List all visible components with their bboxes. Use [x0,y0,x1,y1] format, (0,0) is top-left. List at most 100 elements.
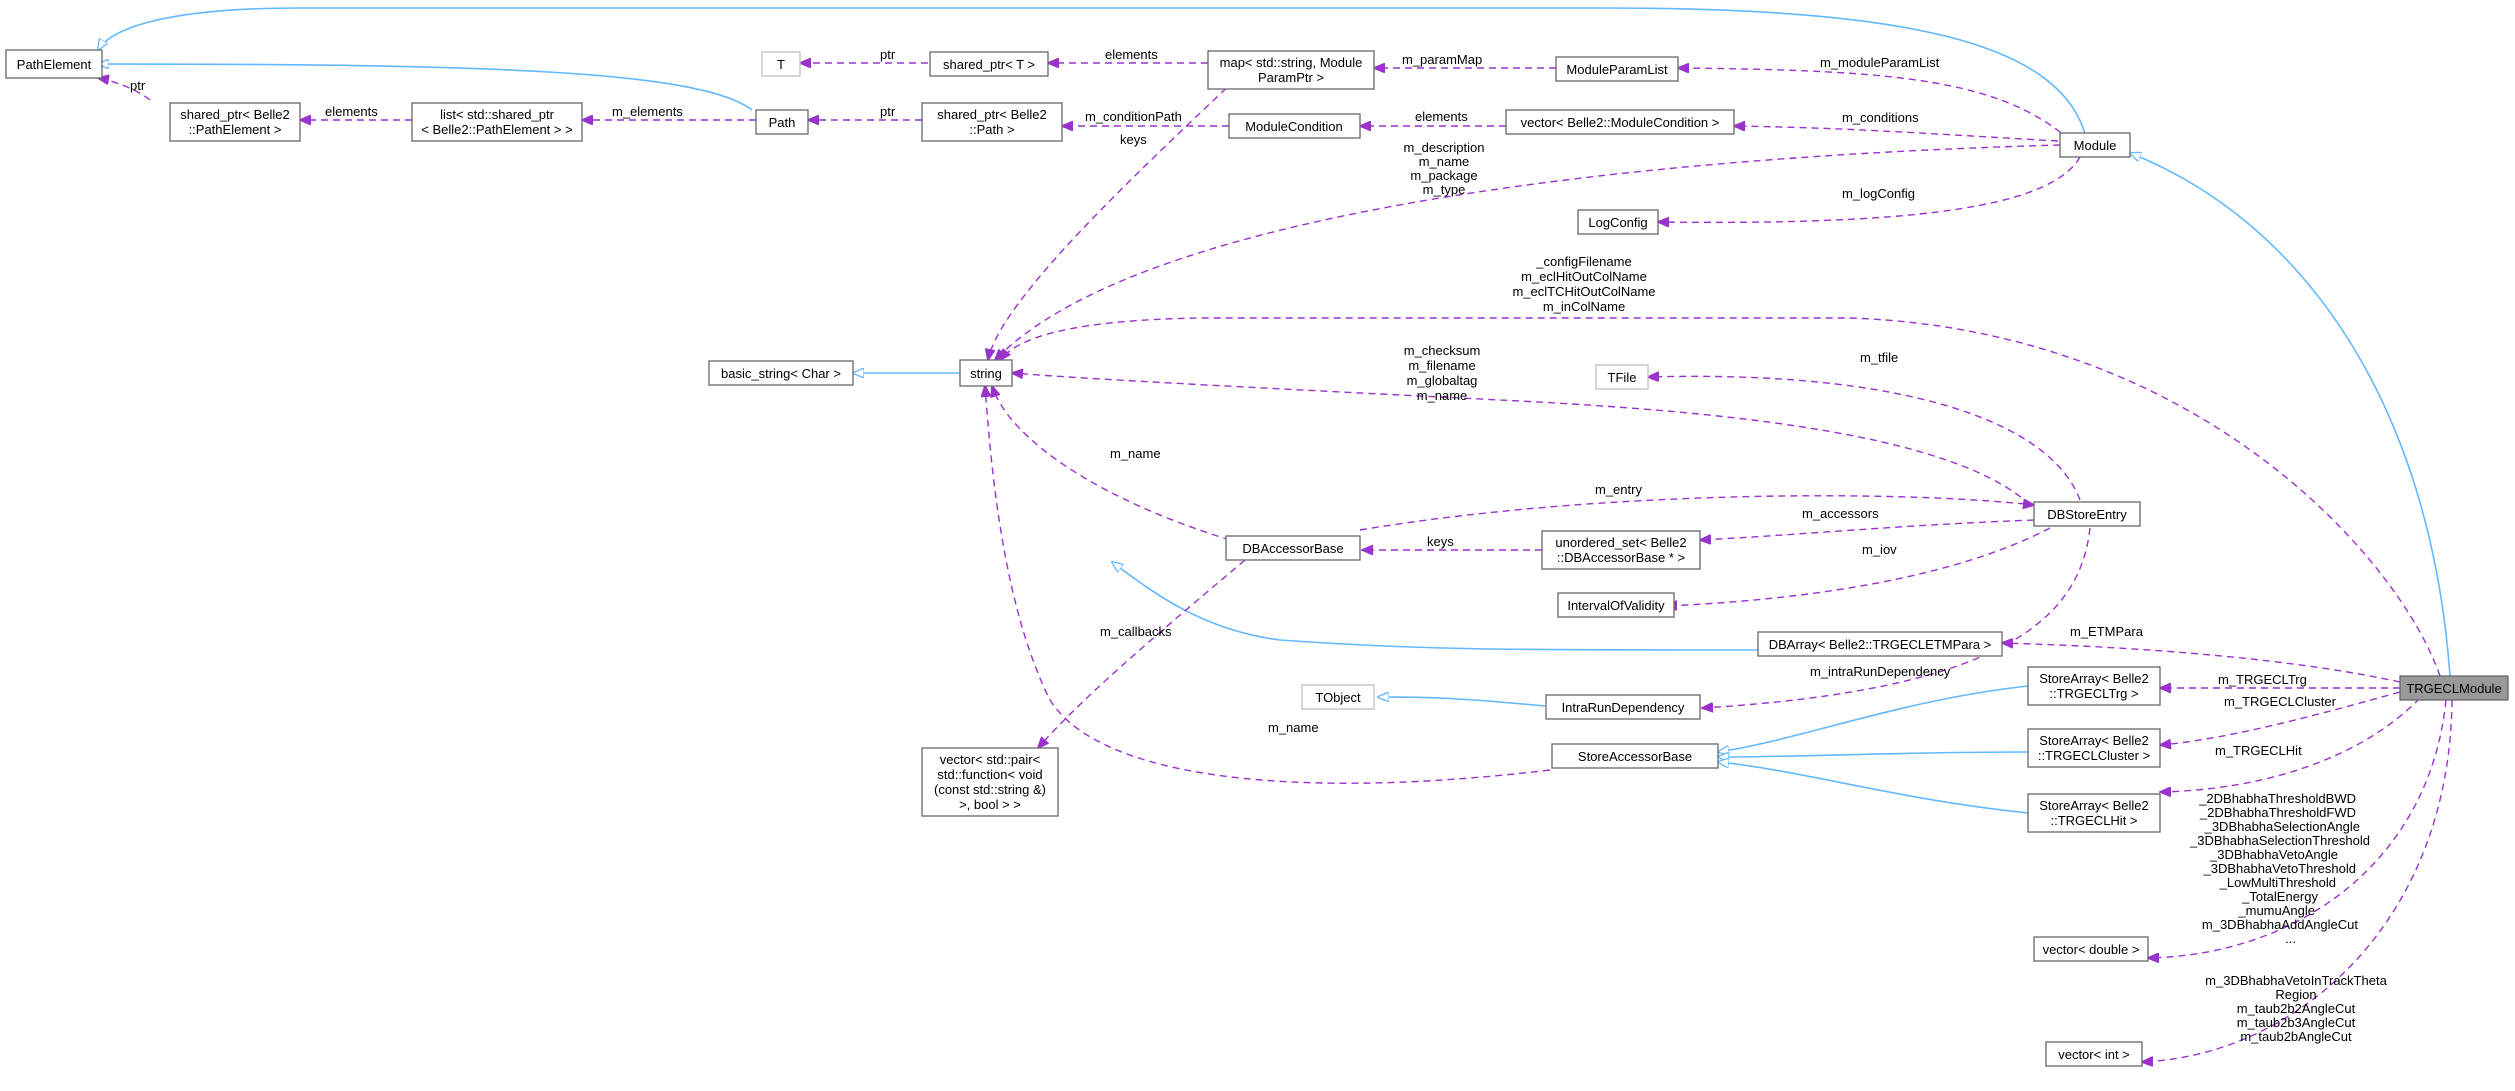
node-label: StoreArray< Belle2 [2039,733,2148,748]
edge-module-to-pathelement [98,7,2087,138]
label-dbstore-strings-0: m_checksum [1404,343,1481,358]
label-module-strings-2: m_package [1410,168,1477,183]
edge-path-to-pathelement [98,64,753,111]
edge-satrg-to-storeaccessorbase [1718,685,2029,752]
edge-sacluster-to-storeaccessorbase [1718,751,2029,757]
node-label: < Belle2::PathElement > > [421,122,572,137]
node-label: Path [769,115,796,130]
node-label: T [777,57,785,72]
node-label: DBArray< Belle2::TRGECLETMPara > [1769,637,1992,652]
node-map[interactable]: map< std::string, Module ParamPtr > [1207,50,1375,90]
node-storearray-cluster[interactable]: StoreArray< Belle2 ::TRGECLCluster > [2027,728,2161,768]
node-label: Module [2074,138,2117,153]
node-intrarundependency[interactable]: IntraRunDependency [1545,694,1701,720]
usage-edges [98,63,2453,1062]
edge-module-strings [995,144,2061,360]
node-vector-int[interactable]: vector< int > [2045,1041,2143,1067]
label-dbstore-strings-1: m_filename [1408,358,1475,373]
edge-labels: ptr elements m_elements ptr m_conditionP… [130,47,2388,1044]
label-m-name-dba: m_name [1110,446,1161,461]
node-module[interactable]: Module [2059,132,2131,158]
label-double-members: _2DBhabhaThresholdBWD _2DBhabhaThreshold… [2189,791,2370,946]
label-m-ETMPara: m_ETMPara [2070,624,2144,639]
edge-trgecl-double [2148,699,2447,958]
node-logconfig[interactable]: LogConfig [1577,209,1659,235]
label-int-members: m_3DBhabhaVetoInTrackTheta Region m_taub… [2205,973,2387,1044]
edge-dbstore-iov [1666,527,2051,606]
edge-sahit-to-storeaccessorbase [1718,762,2029,814]
label-int-member: m_taub2b2AngleCut [2237,1001,2356,1016]
node-trgeclmodule[interactable]: TRGECLModule [2399,675,2509,701]
label-m-TRGECLCluster: m_TRGECLCluster [2224,694,2337,709]
edge-trgecl-hit [2160,697,2421,792]
node-label: basic_string< Char > [721,366,841,381]
node-sp-pathelement[interactable]: shared_ptr< Belle2 ::PathElement > [169,102,301,142]
node-label: (const std::string &) [934,782,1046,797]
node-vector-double[interactable]: vector< double > [2033,936,2149,962]
node-label: TFile [1608,370,1637,385]
label-ptr-pe: ptr [130,78,146,93]
node-vector-pair[interactable]: vector< std::pair< std::function< void (… [921,747,1059,817]
node-unordered-set[interactable]: unordered_set< Belle2 ::DBAccessorBase *… [1541,530,1701,570]
label-keys-map: keys [1120,132,1147,147]
edge-trgecl-int [2142,699,2453,1062]
label-m-elements: m_elements [612,104,683,119]
label-keys-unord: keys [1427,534,1454,549]
label-double-member: _2DBhabhaThresholdBWD [2198,791,2356,806]
node-label: ::Path > [969,122,1014,137]
edge-intrarun-to-tobject [1378,697,1546,707]
label-double-member: _mumuAngle [2237,903,2315,918]
node-label: ::TRGECLTrg > [2049,686,2138,701]
node-pathelement[interactable]: PathElement [5,49,103,79]
node-path[interactable]: Path [755,109,809,135]
edge-map-keys [988,79,1236,360]
edge-dbstore-intrarun [1702,527,2091,708]
node-label: TRGECLModule [2406,681,2501,696]
label-int-member: m_taub2bAngleCut [2240,1029,2352,1044]
node-dbstoreentry[interactable]: DBStoreEntry [2033,501,2141,527]
label-m-moduleParamList: m_moduleParamList [1820,55,1940,70]
node-basic-string[interactable]: basic_string< Char > [708,360,854,386]
node-label: StoreAccessorBase [1578,749,1692,764]
node-string[interactable]: string [959,359,1013,387]
edge-dbstore-accessors [1700,519,2035,540]
node-modulecondition[interactable]: ModuleCondition [1228,113,1361,139]
node-storearray-trg[interactable]: StoreArray< Belle2 ::TRGECLTrg > [2027,666,2161,706]
edge-sab-name [985,386,1551,784]
node-label: IntraRunDependency [1562,700,1685,715]
edge-dbstore-tfile [1648,376,2081,501]
node-label: map< std::string, Module [1220,55,1363,70]
node-storearray-hit[interactable]: StoreArray< Belle2 ::TRGECLHit > [2027,793,2161,833]
node-label: vector< Belle2::ModuleCondition > [1521,115,1720,130]
node-sp-path[interactable]: shared_ptr< Belle2 ::Path > [921,102,1063,142]
edge-sp-pathelement-ptr [98,78,151,101]
label-double-member: _3DBhabhaSelectionThreshold [2189,833,2370,848]
label-double-member: _LowMultiThreshold [2219,875,2336,890]
label-m-name-sab: m_name [1268,720,1319,735]
label-ptr-t: ptr [880,47,896,62]
label-double-member: _3DBhabhaVetoAngle [2209,847,2338,862]
node-sp-t[interactable]: shared_ptr< T > [929,51,1049,77]
node-dbaccessorbase[interactable]: DBAccessorBase [1225,535,1361,561]
node-label: ModuleCondition [1245,119,1343,134]
label-int-member: Region [2275,987,2316,1002]
label-double-member: ... [2285,931,2296,946]
node-moduleparamlist[interactable]: ModuleParamList [1555,56,1679,82]
node-tfile[interactable]: TFile [1595,364,1649,390]
node-list-pathelement[interactable]: list< std::shared_ptr < Belle2::PathElem… [411,102,583,142]
node-tobject[interactable]: TObject [1301,684,1375,710]
node-storeaccessorbase[interactable]: StoreAccessorBase [1551,743,1719,769]
node-label: ::TRGECLHit > [2050,813,2137,828]
label-m-iov: m_iov [1862,542,1897,557]
node-dbarray[interactable]: DBArray< Belle2::TRGECLETMPara > [1757,631,2003,657]
node-label: StoreArray< Belle2 [2039,671,2148,686]
node-label: shared_ptr< T > [943,57,1035,72]
node-vector-modulecondition[interactable]: vector< Belle2::ModuleCondition > [1505,109,1735,135]
label-double-member: _2DBhabhaThresholdFWD [2199,805,2356,820]
edge-module-logconfig [1658,156,2081,222]
label-trgecl-strings-0: _configFilename [1535,254,1631,269]
node-label: ::DBAccessorBase * > [1557,550,1685,565]
node-t[interactable]: T [761,51,801,77]
node-intervalofvalidity[interactable]: IntervalOfValidity [1557,592,1675,618]
